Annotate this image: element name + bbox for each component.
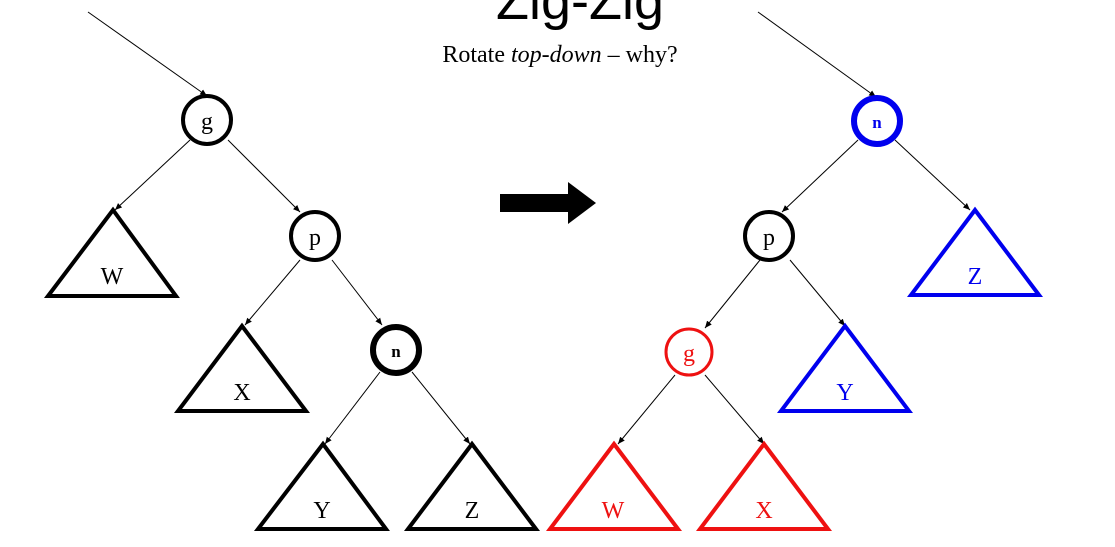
subtree-z	[403, 440, 541, 531]
subtree-x-after	[695, 440, 833, 531]
node-g	[181, 94, 233, 146]
subtree-z-label: Z	[465, 498, 480, 524]
edge-g-w-after	[617, 374, 676, 445]
edge-g-w	[114, 139, 191, 211]
subtree-z-after-label: Z	[968, 264, 983, 290]
node-g-label: g	[201, 109, 213, 135]
subtree-y-after-label: Y	[836, 380, 853, 406]
edge-p-g	[704, 259, 761, 329]
edge-p-y	[789, 259, 846, 327]
node-n-label: n	[391, 342, 401, 361]
before-tree: g p n W X Y Z	[43, 11, 541, 531]
subtitle-suffix: – why?	[601, 42, 678, 68]
slide-subtitle: Rotate top-down – why?	[320, 42, 800, 69]
subtree-y-after	[776, 322, 914, 413]
edge-p-x	[244, 259, 301, 326]
node-n	[370, 324, 422, 376]
node-n-after-label: n	[872, 113, 882, 132]
node-p	[289, 210, 341, 262]
slide-title: Zig-Zig	[495, 0, 664, 31]
node-p-after	[743, 210, 795, 262]
subtree-y-label: Y	[313, 498, 330, 524]
node-p-after-label: p	[763, 225, 775, 251]
subtree-y	[253, 440, 390, 531]
right-arrow-icon	[500, 182, 596, 224]
subtree-w-label: W	[101, 264, 124, 290]
subtitle-prefix: Rotate	[442, 42, 511, 68]
edge-n-p	[781, 139, 859, 213]
subtree-w-after-label: W	[602, 498, 625, 524]
edge-p-n	[331, 259, 383, 326]
edge-n-y	[324, 371, 381, 445]
subtree-w	[43, 206, 180, 298]
node-g-after	[664, 327, 714, 377]
after-tree: n p g Z Y W X	[545, 11, 1044, 531]
edge-n-z-after	[894, 139, 971, 211]
edge-g-x-after	[704, 374, 765, 445]
subtree-z-after	[906, 206, 1044, 297]
subtree-x-after-label: X	[755, 498, 772, 524]
incoming-edge	[87, 11, 208, 97]
node-g-after-label: g	[683, 341, 695, 367]
subtree-x-label: X	[233, 380, 250, 406]
edge-n-z	[411, 371, 471, 445]
subtitle-emphasis: top-down	[511, 42, 602, 68]
incoming-edge-after	[757, 11, 877, 98]
subtree-x	[173, 322, 311, 413]
edge-g-p	[227, 139, 301, 213]
subtree-w-after	[545, 440, 683, 531]
node-n-after	[851, 95, 903, 147]
node-p-label: p	[309, 225, 321, 251]
